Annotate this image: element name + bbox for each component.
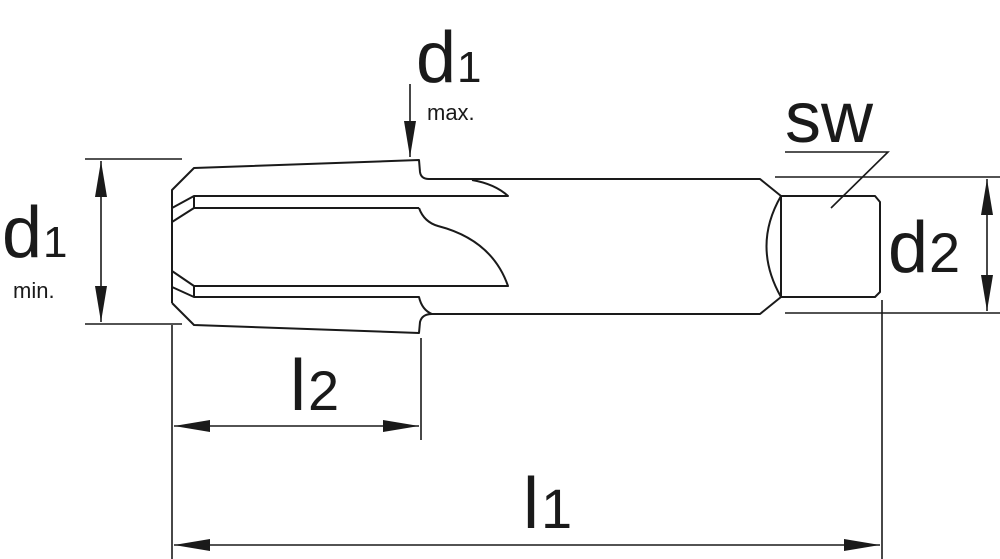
d1-max-dimension: d 1 max. (404, 18, 481, 157)
sw-label: sw (785, 78, 874, 158)
l2-dimension: l 2 (174, 338, 422, 440)
d2-label: d (888, 208, 928, 288)
d2-subscript: 2 (929, 221, 960, 284)
l2-label: l (290, 346, 306, 426)
l1-subscript: 1 (541, 477, 572, 540)
d1-max-subscript: 1 (457, 43, 481, 92)
d1-min-note: min. (13, 278, 55, 303)
d1-min-subscript: 1 (43, 218, 67, 267)
d1-max-note: max. (427, 100, 475, 125)
l1-dimension: l 1 (171, 300, 883, 559)
d2-dimension: d 2 (775, 176, 1000, 314)
d1-max-label: d (416, 18, 456, 98)
d1-min-label: d (2, 193, 42, 273)
l1-label: l (523, 464, 539, 544)
d1-min-dimension: d 1 min. (2, 158, 182, 325)
tool-outline (171, 159, 881, 334)
sw-callout: sw (785, 78, 890, 209)
l2-subscript: 2 (308, 359, 339, 422)
